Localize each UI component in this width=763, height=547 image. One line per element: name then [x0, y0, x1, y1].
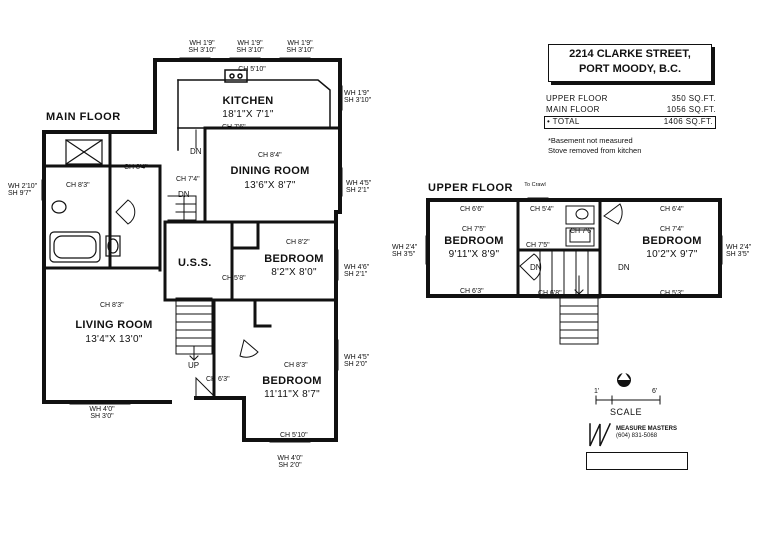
stair-up-main: UP: [188, 361, 200, 370]
area-value: 1056 SQ.FT.: [666, 105, 716, 114]
bedroom-low-name: BEDROOM: [262, 375, 322, 387]
stair-dn-main: DN: [178, 190, 190, 199]
ceiling-upper-left-bottom: CH 6'3": [460, 288, 484, 295]
main-floor-exterior-walls: [42, 58, 342, 442]
window-label-k1: WH 1'9"SH 3'10": [188, 40, 216, 54]
living-room-name: LIVING ROOM: [75, 319, 153, 331]
ceiling-upper-bath: CH 7'6": [570, 228, 594, 235]
upper-bedroom-left-dims: 9'11"X 8'9": [448, 249, 500, 260]
kitchen-walls: [177, 69, 331, 151]
bedroom-low-dims: 11'11"X 8'7": [264, 389, 320, 400]
area-row-upper: UPPER FLOOR 350 SQ.FT.: [546, 94, 716, 105]
ceiling-dining: CH 8'4": [258, 152, 282, 159]
address-line2: PORT MOODY, B.C.: [578, 63, 682, 75]
ceiling-upper-right-top: CH 6'4": [660, 206, 684, 213]
ceiling-upper-hall-top: CH 5'4": [530, 206, 554, 213]
main-floor-label: MAIN FLOOR: [46, 111, 121, 123]
ceiling-upper-left-top: CH 6'6": [460, 206, 484, 213]
ceiling-upper-hall-bottom: CH 6'8": [538, 290, 562, 297]
company-logo-text: MEASURE MASTERS (604) 831-5068: [616, 426, 678, 439]
note-basement: *Basement not measured: [548, 136, 633, 145]
address-line1: 2214 CLARKE STREET,: [569, 48, 691, 60]
stair-dn-upper-left: DN: [530, 263, 542, 272]
scale-right-value: 6': [652, 388, 658, 395]
main-bath-fixtures: [49, 139, 121, 263]
ceiling-kitchen-lower: CH 7'6": [222, 124, 246, 131]
property-address-box: 2214 CLARKE STREET, PORT MOODY, B.C.: [548, 44, 712, 82]
window-label-bedroom-mid: WH 4'6"SH 2'1": [344, 264, 370, 278]
window-label-upper-left: WH 2'4"SH 3'5": [392, 244, 418, 258]
area-row-total: • TOTAL 1406 SQ.FT.: [544, 116, 716, 129]
ceiling-upper-left-mid: CH 7'5": [462, 226, 486, 233]
upper-floor-exterior-walls: [426, 198, 722, 298]
ceiling-kitchen: CH 5'10": [238, 66, 266, 73]
company-logo-mark: [589, 423, 611, 447]
ceiling-bedroom-low-bottom: CH 5'10": [280, 432, 308, 439]
note-stove: Stove removed from kitchen: [548, 146, 642, 155]
upper-floor-label: UPPER FLOOR: [428, 182, 513, 194]
ceiling-uss: CH 5'8": [222, 275, 246, 282]
area-row-main: MAIN FLOOR 1056 SQ.FT.: [546, 105, 716, 116]
upper-floor-fixtures: [425, 197, 723, 345]
ceiling-bedroom-mid: CH 8'2": [286, 239, 310, 246]
window-label-bath: WH 2'10"SH 9'7": [8, 183, 38, 197]
kitchen-dims: 18'1"X 7'1": [222, 109, 274, 120]
main-floor-windows: [41, 57, 343, 443]
area-value: 350 SQ.FT.: [671, 94, 716, 103]
to-crawl-label: To Crawl: [524, 182, 546, 188]
ceiling-upper-right-mid: CH 7'4": [660, 226, 684, 233]
uss-label: U.S.S.: [178, 257, 212, 269]
area-name: MAIN FLOOR: [546, 105, 600, 114]
compass-arrow: [617, 371, 631, 387]
door-swings: [115, 199, 259, 401]
area-name: UPPER FLOOR: [546, 94, 608, 103]
window-label-living: WH 4'0"SH 3'0": [89, 406, 115, 420]
window-label-upper-right: WH 2'4"SH 3'5": [726, 244, 752, 258]
scale-left-value: 1': [594, 388, 600, 395]
upper-bedroom-right-dims: 10'2"X 9'7": [646, 249, 698, 260]
window-label-dining: WH 4'5"SH 2'1": [346, 180, 372, 194]
living-room-dims: 13'4"X 13'0": [85, 334, 143, 345]
stair-dn-kitchen: DN: [190, 147, 202, 156]
dining-room-dims: 13'6"X 8'7": [244, 180, 296, 191]
upper-bedroom-left-name: BEDROOM: [444, 235, 504, 247]
stair-dn-upper-right: DN: [618, 263, 630, 272]
ceiling-upper-hall-side: CH 7'5": [526, 242, 550, 249]
upper-bedroom-right-name: BEDROOM: [642, 235, 702, 247]
ceiling-stair: CH 7'4": [176, 176, 200, 183]
ceiling-bedroom-low: CH 8'3": [284, 362, 308, 369]
area-summary: UPPER FLOOR 350 SQ.FT. MAIN FLOOR 1056 S…: [544, 94, 716, 129]
kitchen-name: KITCHEN: [222, 95, 274, 107]
area-value: 1406 SQ.FT.: [663, 117, 713, 126]
area-name: • TOTAL: [547, 117, 580, 126]
window-label-bedroom-low: WH 4'5"SH 2'0": [344, 354, 370, 368]
main-stairs: [167, 129, 213, 361]
ceiling-upper-right-bottom: CH 5'3": [660, 290, 684, 297]
window-label-k3: WH 1'9"SH 3'10": [286, 40, 314, 54]
scale-label: SCALE: [610, 407, 643, 417]
ceiling-bath: CH 8'3": [66, 182, 90, 189]
window-label-bedroom-low-bottom: WH 4'0"SH 2'0": [277, 455, 303, 469]
bedroom-mid-name: BEDROOM: [264, 253, 324, 265]
ceiling-entry: CH 6'3": [206, 376, 230, 383]
disclaimer-box: [586, 452, 688, 470]
ceiling-hall: CH 8'4": [124, 164, 148, 171]
window-label-k2: WH 1'9"SH 3'10": [236, 40, 264, 54]
ceiling-living: CH 8'3": [100, 302, 124, 309]
scale-bar: [595, 395, 661, 405]
bedroom-mid-dims: 8'2"X 8'0": [271, 267, 317, 278]
plan-notes: *Basement not measured Stove removed fro…: [548, 136, 641, 156]
dining-room-name: DINING ROOM: [230, 165, 310, 177]
window-label-k4: WH 1'9"SH 3'10": [344, 90, 372, 104]
